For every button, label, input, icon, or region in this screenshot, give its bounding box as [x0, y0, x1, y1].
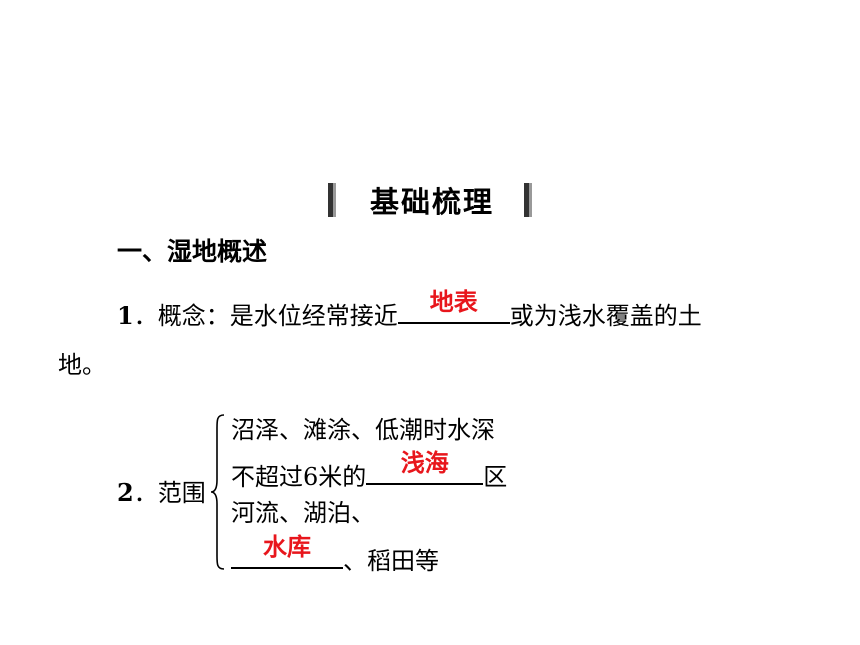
scope-line-3: 河流、湖泊、 [231, 499, 375, 527]
left-bar-mark [327, 183, 336, 217]
scope-line-2: 不超过6米的 浅海区 [231, 449, 508, 493]
item2-number: 2 [117, 478, 134, 507]
answer-shallow-sea: 浅海 [400, 449, 449, 477]
scope-line-4-after: 、稻田等 [343, 547, 439, 575]
answer-reservoir: 水库 [263, 533, 311, 561]
scope-line-2-before: 不超过6米的 [231, 463, 367, 491]
blank-surface: 地表 [397, 288, 510, 324]
left-brace [210, 414, 225, 570]
section-title: 基础梳理 [369, 185, 494, 219]
item1-sep: ． [133, 302, 158, 330]
item1-number: 1 [117, 301, 134, 330]
item1-text-before: 概念：是水位经常接近 [157, 302, 398, 330]
heading-wetland-overview: 一、湿地概述 [117, 237, 268, 266]
right-bar-mark [524, 183, 532, 217]
item2-sep: ． [133, 479, 158, 507]
item1-text-after: 或为浅水覆盖的土 [509, 302, 702, 330]
section-header: 基础梳理 [0, 178, 860, 222]
item2-label: 范围 [157, 479, 206, 507]
blank-reservoir: 水库 [231, 533, 343, 569]
scope-line-1: 沼泽、滩涂、低潮时水深 [231, 416, 495, 444]
answer-surface: 地表 [429, 288, 478, 316]
item2-scope-label: 2．范围 [117, 477, 206, 509]
item1-concept-wrap: 地。 [58, 351, 106, 379]
scope-line-4: 水库、稻田等 [231, 533, 439, 577]
item1-concept-line: 1．概念：是水位经常接近 地表或为浅水覆盖的土 [117, 288, 702, 332]
blank-shallow-sea: 浅海 [366, 449, 484, 485]
scope-line-2-after: 区 [483, 463, 508, 491]
